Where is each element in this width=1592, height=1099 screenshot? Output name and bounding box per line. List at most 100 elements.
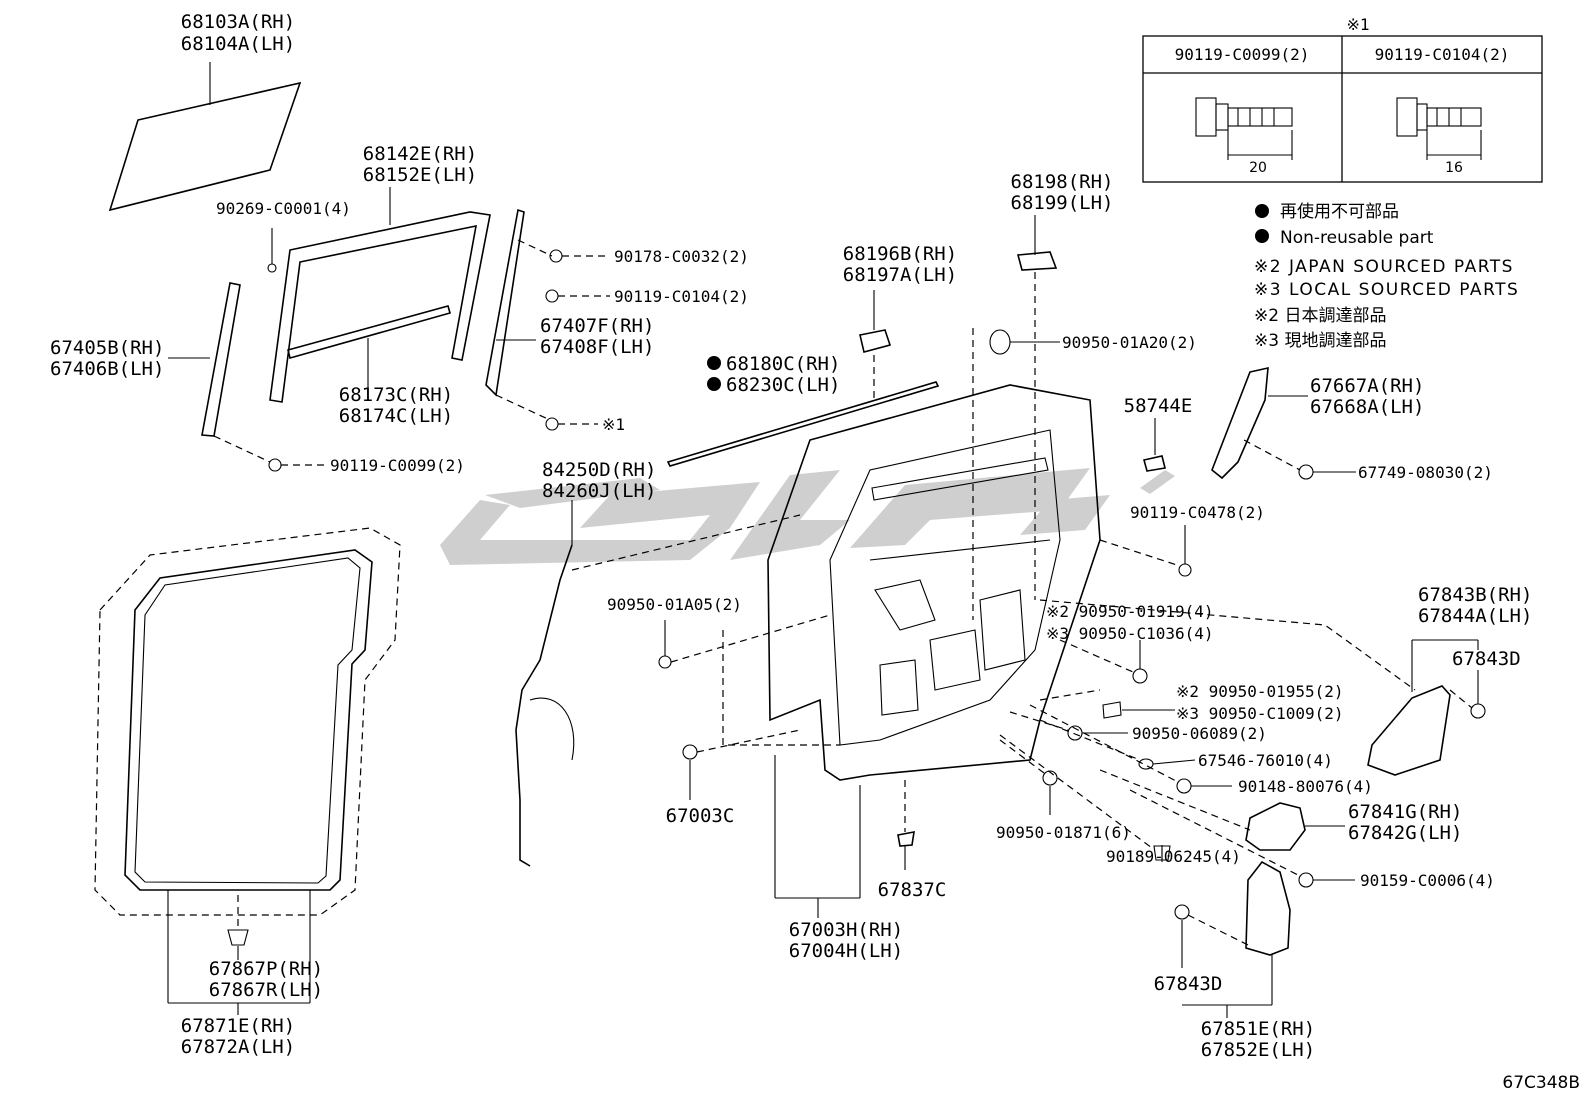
label-cushion: 67003C [666,805,735,827]
plug-icon [1009,711,1128,741]
label-plug-919: ※2 90950-01919(4) [1046,602,1214,621]
table-header-right: 90119-C0104(2) [1375,45,1510,64]
weatherstrip-inner [287,305,451,388]
label-plug-1036: ※3 90950-C1036(4) [1046,624,1214,643]
nut-icon [549,249,610,263]
label-side-cover-rh: 67843B(RH) [1418,584,1532,606]
legend-jp-nonreusable: 再使用不可部品 [1280,201,1399,222]
legend-note3-jp: ※3 現地調達部品 [1254,331,1386,351]
bolt-icon [1195,97,1293,160]
bolt-icon [1099,525,1192,577]
lower-cover [1099,769,1345,851]
label-run-rh: 68142E(RH) [363,143,477,165]
label-cover-rh: 67667A(RH) [1310,375,1424,397]
bracket-icon [897,780,915,870]
side-cover [1039,599,1479,776]
legend-note2-en: ※2 JAPAN SOURCED PARTS [1254,257,1514,277]
non-reusable-dot-icon [1255,229,1269,243]
label-screw-159: 90159-C0006(4) [1360,871,1495,890]
label-clip-843d-a: 67843D [1452,648,1521,670]
label-lower-lh: 67852E(LH) [1201,1039,1315,1061]
label-weather-lh: 68174C(LH) [339,405,453,427]
clip-icon [267,228,277,273]
door-glass [108,62,302,212]
rear-frame [485,208,536,397]
table-note-mark: ※1 [1346,15,1369,34]
plug-icon [1039,689,1175,719]
glass-run [269,187,491,403]
labels: 68103A(RH) 68104A(LH) 90269-C0001(4) 681… [50,11,1580,1093]
label-ref1: ※1 [602,415,625,434]
clip-icon [1449,670,1486,719]
label-clip-843d-b: 67843D [1154,973,1223,995]
label-plug-089: 90950-06089(2) [1132,724,1267,743]
label-frame-rear-lh: 67408F(LH) [540,336,654,358]
non-reusable-dot-icon [707,356,721,370]
clip-icon [1174,904,1249,968]
seal-washer-icon [1039,719,1196,770]
label-bolt-099: 90119-C0099(2) [330,456,465,475]
label-plug-1009: ※3 90950-C1009(2) [1176,704,1344,723]
table-header-left: 90119-C0099(2) [1175,45,1310,64]
upper-hinge [1016,215,1058,600]
belt-moulding [666,356,940,467]
label-glass-lh: 68104A(LH) [181,33,295,55]
label-screw-749: 67749-08030(2) [1358,463,1493,482]
label-seal-lh: 67872A(LH) [181,1036,295,1058]
legend-note3-en: ※3 LOCAL SOURCED PARTS [1254,280,1519,300]
fastener-table: ※1 90119-C0099(2) 90119-C0104(2) 20 [1142,15,1543,183]
screw-icon [1029,704,1232,794]
label-clip-245: 90189-06245(4) [1106,847,1241,866]
plug-icon [1059,639,1148,684]
label-hinge-rh: 68196B(RH) [843,243,957,265]
label-plug-871: 90950-01871(6) [996,823,1131,842]
label-wire-rh: 84250D(RH) [542,459,656,481]
label-screw-148: 90148-80076(4) [1238,777,1373,796]
non-reusable-dot-icon [707,377,721,391]
label-run-lh: 68152E(LH) [363,164,477,186]
screw-icon [1243,439,1356,480]
label-bracket: 67837C [878,879,947,901]
bolt-icon [545,417,598,431]
label-weather-rh: 68173C(RH) [339,384,453,406]
plug-icon [972,328,1060,620]
label-cover-841-rh: 67841G(RH) [1348,801,1462,823]
front-frame [168,282,241,437]
plug-icon [658,614,831,669]
label-seal-rh: 67871E(RH) [181,1015,295,1037]
clip-icon [999,734,1171,862]
label-seal-546: 67546-76010(4) [1198,751,1333,770]
label-pad: 58744E [1124,395,1193,417]
label-retainer-rh: 67867P(RH) [209,958,323,980]
bolt-icon [268,458,325,472]
door-cover [1211,366,1308,480]
label-hinge-lh: 68197A(LH) [843,264,957,286]
label-frame-front-rh: 67405B(RH) [50,337,164,359]
retainer-clip-icon [227,895,249,960]
screw-icon [1129,789,1355,888]
legend-en-nonreusable: Non-reusable part [1280,228,1434,248]
label-bolt-104: 90119-C0104(2) [614,287,749,306]
label-wire-lh: 84260J(LH) [542,480,656,502]
non-reusable-dot-icon [1255,204,1269,218]
bolt-icon [1396,97,1482,160]
label-upper-lh: 68199(LH) [1011,192,1114,214]
label-panel-lh: 67004H(LH) [789,940,903,962]
door-seal [94,527,401,1015]
bolt-icon [545,289,610,303]
dimension-right: 16 [1445,160,1463,176]
label-panel-rh: 67003H(RH) [789,919,903,941]
diagram-code: 67C348B [1502,1073,1580,1093]
label-frame-rear-rh: 67407F(RH) [540,315,654,337]
label-upper-rh: 68198(RH) [1011,171,1114,193]
label-frame-front-lh: 67406B(LH) [50,358,164,380]
pad-icon [1143,418,1166,472]
dimension-left: 20 [1249,160,1267,176]
door-panel [767,384,1101,781]
wire-harness [515,500,801,867]
label-cover-lh: 67668A(LH) [1310,396,1424,418]
lower-panel [1182,860,1291,1018]
label-retainer-lh: 67867R(LH) [209,979,323,1001]
label-nut-32: 90178-C0032(2) [614,247,749,266]
